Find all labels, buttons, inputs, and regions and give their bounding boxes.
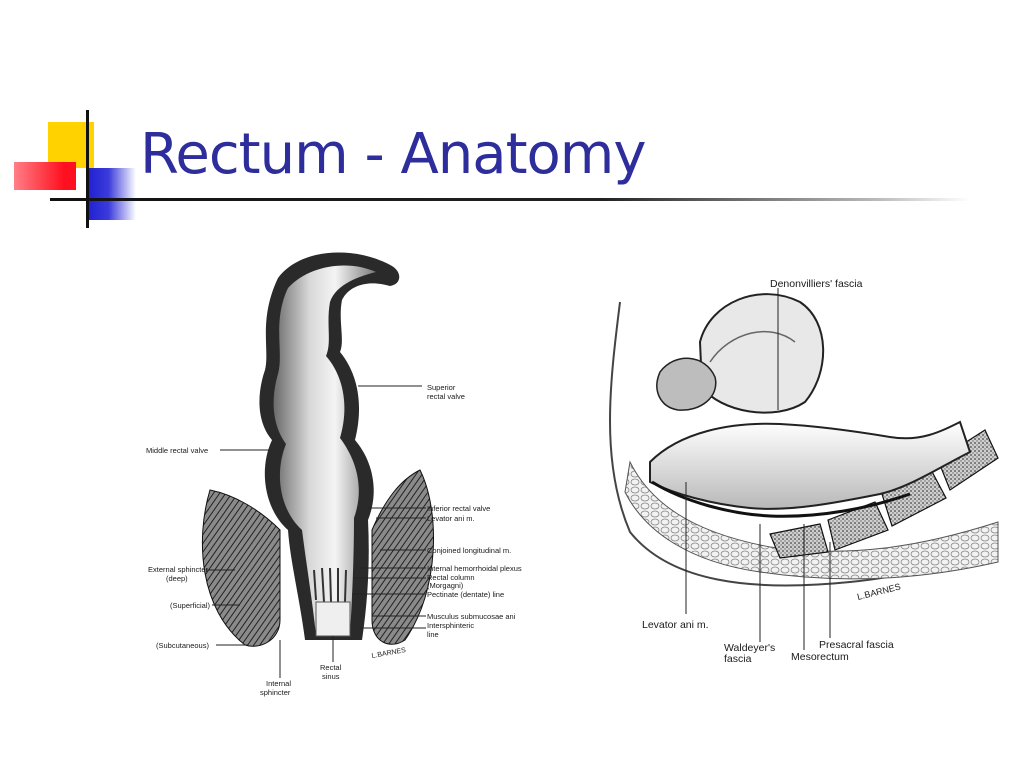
label-internal-sphincter-1: Internal: [266, 679, 291, 688]
label-mesorectum: Mesorectum: [791, 651, 849, 663]
label-rectal-sinus-1: Rectal: [320, 663, 342, 672]
rectum-lumen: [273, 265, 376, 635]
label-musculus-submucosae: Musculus submucosae ani: [427, 612, 516, 621]
slide-title: Rectum - Anatomy: [140, 122, 646, 187]
label-denonvilliers-fascia: Denonvilliers' fascia: [770, 278, 863, 290]
label-superior-rectal-valve-2: rectal valve: [427, 392, 465, 401]
label-waldeyers-fascia-1: Waldeyer's: [724, 642, 775, 654]
sacrum: [769, 429, 999, 559]
label-internal-sphincter-2: sphincter: [260, 688, 291, 697]
artist-signature-right: L.BARNES: [856, 581, 902, 601]
label-conjoined-longitudinal: Conjoined longitudinal m.: [427, 546, 511, 555]
anal-canal: [315, 601, 351, 637]
label-superficial: (Superficial): [170, 601, 211, 610]
label-internal-hemorrhoidal-plexus: Internal hemorrhoidal plexus: [427, 564, 522, 573]
rectum-sagittal: [649, 420, 972, 510]
left-levator-mass: [201, 489, 281, 647]
label-rectal-sinus-2: sinus: [322, 672, 340, 681]
prostate: [656, 357, 717, 411]
vertical-accent-line: [86, 110, 89, 228]
perirectal-fat: [624, 460, 999, 580]
label-inferior-rectal-valve: Inferior rectal valve: [427, 504, 490, 513]
label-levator-ani: Levator ani m.: [427, 514, 475, 523]
label-intersphinteric-2: line: [427, 630, 439, 639]
title-underline: [50, 198, 970, 201]
label-rectal-column: Rectal column: [427, 573, 475, 582]
pelvis-sagittal-illustration: Denonvilliers' fascia Levator ani m. Wal…: [609, 278, 999, 665]
label-pectinate-line: Pectinate (dentate) line: [427, 590, 504, 599]
label-external-sphincter-2: (deep): [166, 574, 188, 583]
label-intersphinteric-1: Intersphinteric: [427, 621, 474, 630]
label-superior-rectal-valve-1: Superior: [427, 383, 456, 392]
label-subcutaneous: (Subcutaneous): [156, 641, 209, 650]
rectum-coronal-illustration: Superior rectal valve Middle rectal valv…: [146, 252, 522, 697]
artist-signature: L.BARNES: [371, 647, 407, 660]
label-levator-ani-sagittal: Levator ani m.: [642, 619, 709, 631]
right-levator-mass: [371, 469, 435, 645]
label-waldeyers-fascia-2: fascia: [724, 653, 752, 665]
blue-accent-square: [86, 168, 136, 220]
bladder: [698, 293, 825, 414]
label-morgagni: (Morgagni): [427, 581, 464, 590]
label-middle-rectal-valve: Middle rectal valve: [146, 446, 208, 455]
label-external-sphincter-1: External sphincter: [148, 565, 209, 574]
red-accent-square: [14, 162, 76, 190]
label-presacral-fascia: Presacral fascia: [819, 639, 894, 651]
rectal-columns: [313, 567, 347, 603]
